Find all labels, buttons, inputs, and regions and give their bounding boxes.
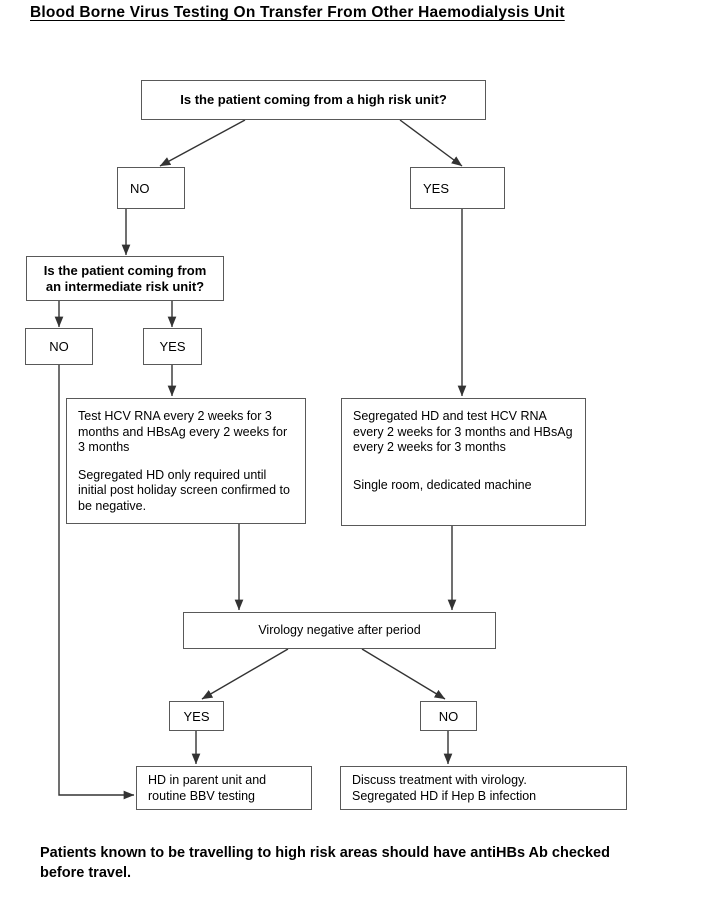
node-label: Discuss treatment with virology. Segrega…: [352, 773, 537, 803]
node-intermediate-plan[interactable]: Test HCV RNA every 2 weeks for 3 months …: [66, 398, 306, 524]
node-question-intermediate[interactable]: Is the patient coming from an intermedia…: [26, 256, 224, 301]
node-question-high-risk[interactable]: Is the patient coming from a high risk u…: [141, 80, 486, 120]
node-outcome-negative[interactable]: HD in parent unit and routine BBV testin…: [136, 766, 312, 810]
footer-note: Patients known to be travelling to high …: [40, 845, 610, 881]
node-label: HD in parent unit and routine BBV testin…: [148, 773, 267, 803]
edge-virology-yes: [201, 648, 289, 700]
high-risk-plan-paragraph-1: Segregated HD and test HCV RNA every 2 w…: [353, 409, 573, 454]
node-virology-no[interactable]: NO: [420, 701, 477, 731]
node-intermediate-yes[interactable]: YES: [143, 328, 202, 365]
node-label: YES: [159, 339, 186, 354]
node-label: Virology negative after period: [258, 623, 421, 637]
node-intermediate-no[interactable]: NO: [25, 328, 93, 365]
node-label: NO: [49, 339, 69, 354]
node-outcome-positive[interactable]: Discuss treatment with virology. Segrega…: [340, 766, 627, 810]
node-label: Is the patient coming from a high risk u…: [180, 92, 447, 107]
intermediate-plan-paragraph-2: Segregated HD only required until initia…: [78, 467, 290, 513]
edge-high-risk-no: [159, 119, 246, 167]
node-high-risk-yes[interactable]: YES: [410, 167, 505, 209]
page-title: Blood Borne Virus Testing On Transfer Fr…: [30, 4, 565, 21]
node-high-risk-no[interactable]: NO: [117, 167, 185, 209]
edge-virology-no: [361, 648, 446, 700]
node-label: YES: [183, 708, 210, 724]
edge-high-risk-yes: [399, 119, 463, 167]
intermediate-plan-paragraph-1: Test HCV RNA every 2 weeks for 3 months …: [78, 409, 288, 454]
node-high-risk-plan[interactable]: Segregated HD and test HCV RNA every 2 w…: [341, 398, 586, 526]
high-risk-plan-paragraph-2: Single room, dedicated machine: [353, 477, 532, 492]
node-label: Is the patient coming from an intermedia…: [43, 262, 207, 294]
node-virology-yes[interactable]: YES: [169, 701, 224, 731]
node-label: YES: [423, 180, 450, 196]
node-label: NO: [130, 180, 150, 196]
node-virology-check[interactable]: Virology negative after period: [183, 612, 496, 649]
node-label: NO: [438, 708, 459, 724]
